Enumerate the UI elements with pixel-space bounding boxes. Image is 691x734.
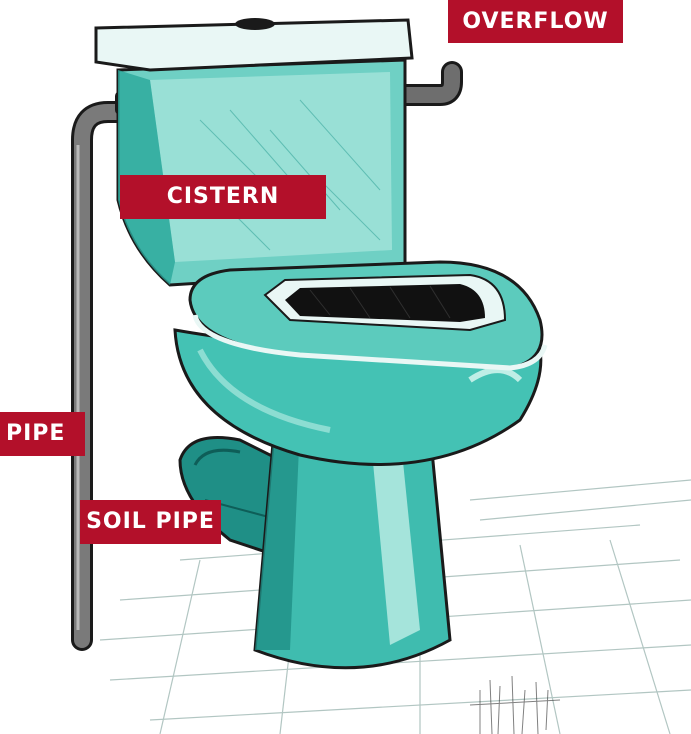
pipe-label: PIPE	[0, 412, 85, 456]
overflow-label: OVERFLOW	[448, 0, 623, 43]
overflow-pipe	[405, 72, 452, 95]
floor-hatching	[470, 676, 560, 734]
soil-pipe-label: SOIL PIPE	[80, 500, 221, 544]
cistern-label: CISTERN	[120, 175, 326, 219]
cistern-shape	[96, 18, 412, 285]
